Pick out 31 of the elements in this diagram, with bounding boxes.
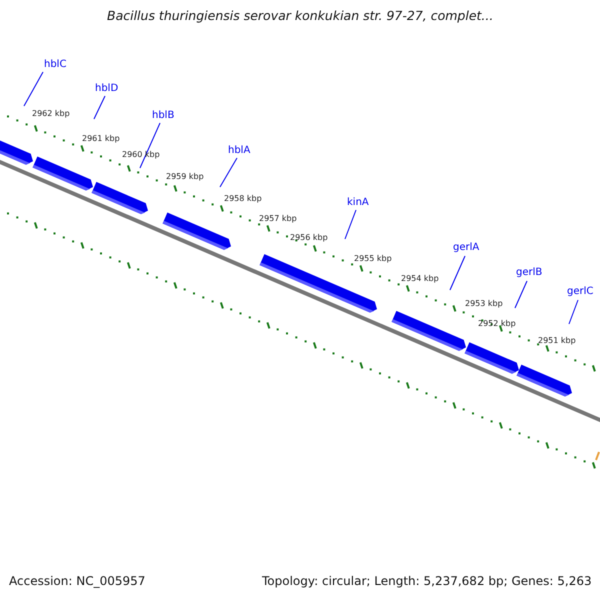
leader-line <box>94 96 106 120</box>
gene-label: gerlB <box>516 268 542 278</box>
leader-line <box>140 122 160 168</box>
genome-summary-text: Topology: circular; Length: 5,237,682 bp; Genes: 5,263 <box>262 575 592 587</box>
gene-label: hblC <box>44 60 66 70</box>
leader-line <box>24 72 44 106</box>
position-label: 2955 kbp <box>354 255 392 263</box>
gene-label: gerlA <box>453 243 480 253</box>
leader-line <box>514 280 528 308</box>
gene-label: gerlC <box>567 287 594 297</box>
leader-line <box>568 300 578 324</box>
gene-label: hblB <box>152 111 174 121</box>
leader-line <box>220 158 238 188</box>
gene-label: hblA <box>228 146 250 156</box>
position-label: 2952 kbp <box>478 320 516 328</box>
position-label: 2954 kbp <box>401 275 439 283</box>
position-label: 2958 kbp <box>224 195 262 203</box>
leader-line <box>344 210 356 240</box>
map-title: Bacillus thuringiensis serovar konkukian str. 97-27, complet... <box>107 10 494 22</box>
accession-text: Accession: NC_005957 <box>9 575 146 587</box>
position-label: 2956 kbp <box>290 234 328 242</box>
position-label: 2962 kbp <box>32 110 70 118</box>
position-label: 2951 kbp <box>538 337 576 345</box>
position-label: 2959 kbp <box>166 173 204 181</box>
gene-label: kinA <box>347 198 369 208</box>
position-label: 2953 kbp <box>465 300 503 308</box>
gene-label: hblD <box>95 84 118 94</box>
leader-line <box>450 256 466 290</box>
position-label: 2957 kbp <box>259 215 297 223</box>
position-label: 2960 kbp <box>122 151 160 159</box>
position-label: 2961 kbp <box>82 135 120 143</box>
